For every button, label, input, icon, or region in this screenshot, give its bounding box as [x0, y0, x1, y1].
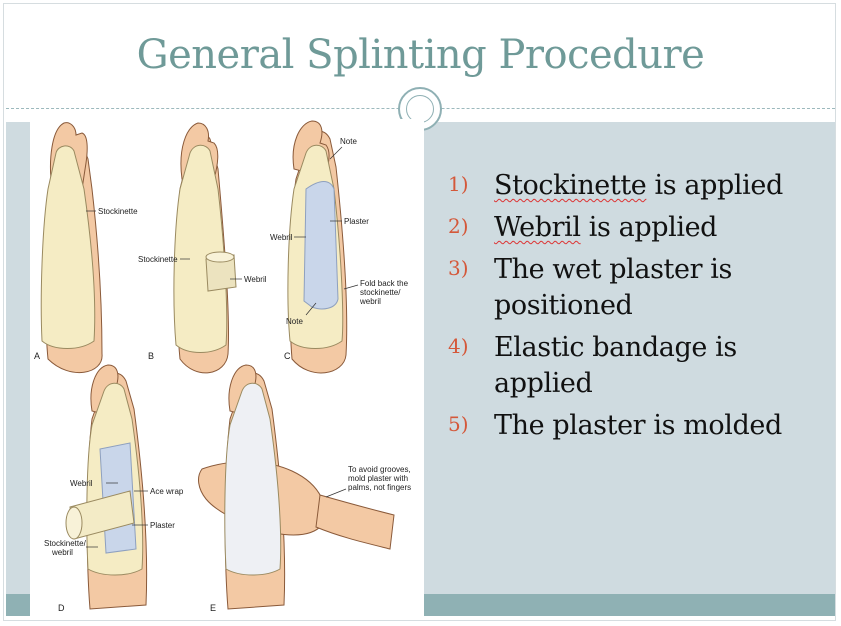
step-number: 1)	[448, 172, 469, 196]
list-item: 1) Stockinette is applied	[448, 168, 828, 204]
callout-e-avoid-2: mold plaster with	[348, 474, 409, 483]
plaster-c	[303, 181, 339, 310]
stockinette-a	[40, 145, 96, 349]
callout-e-avoid-3: palms, not fingers	[348, 483, 412, 492]
step-text: Elastic bandage is applied	[494, 332, 737, 399]
leader-c-fold	[343, 284, 359, 290]
callout-b-webril: Webril	[244, 275, 267, 284]
panel-label-d: D	[58, 603, 65, 613]
slide-title: General Splinting Procedure	[136, 32, 705, 78]
step-text-rest: is applied	[580, 212, 718, 243]
callout-c-note-top: Note	[340, 137, 357, 146]
step-number: 3)	[448, 256, 469, 280]
callout-c-fold-2: stockinette/	[360, 288, 401, 297]
callout-b-stockinette: Stockinette	[138, 255, 178, 264]
callout-c-fold-3: webril	[360, 297, 381, 306]
callout-d-plaster: Plaster	[150, 521, 175, 530]
steps-list: 1) Stockinette is applied 2) Webril is a…	[448, 168, 828, 450]
leader-e-avoid	[325, 488, 347, 498]
webril-roll-end-b	[205, 251, 235, 263]
callout-d-webril: Webril	[70, 479, 93, 488]
step-number: 4)	[448, 334, 469, 358]
step-number: 2)	[448, 214, 469, 238]
splinting-illustration: A B C D E Stockinette Stockinette Webril…	[30, 119, 424, 617]
step-text: The plaster is molded	[494, 410, 782, 441]
panel-label-e: E	[210, 603, 217, 613]
panel-label-b: B	[148, 351, 155, 361]
callout-c-webril: Webril	[270, 233, 293, 242]
list-item: 5) The plaster is molded	[448, 408, 828, 444]
list-item: 2) Webril is applied	[448, 210, 828, 246]
callout-c-fold-1: Fold back the	[360, 279, 409, 288]
stockinette-b	[173, 144, 228, 353]
leader-c-note-bottom	[305, 302, 317, 316]
splinting-drawing	[40, 120, 395, 610]
panel-label-c: C	[284, 351, 291, 361]
callout-e-avoid-1: To avoid grooves,	[348, 465, 411, 474]
callout-a-stockinette: Stockinette	[98, 207, 138, 216]
callout-d-stockinette-1: Stockinette/	[44, 539, 86, 548]
step-text: Stockinette is applied	[494, 168, 783, 204]
list-item: 3) The wet plaster is positioned	[448, 252, 828, 324]
panel-label-a: A	[34, 351, 41, 361]
forearm-e-helper	[315, 494, 395, 550]
list-item: 4) Elastic bandage is applied	[448, 330, 828, 402]
step-text: Webril is applied	[494, 210, 717, 246]
leader-c-note	[329, 146, 343, 160]
callout-d-stockinette-2: webril	[52, 548, 73, 557]
step-text: The wet plaster is positioned	[494, 254, 732, 321]
spellcheck-word: Webril	[494, 212, 581, 243]
ace-roll-end-d	[65, 506, 83, 540]
callout-c-note-bottom: Note	[286, 317, 303, 326]
slide-frame	[3, 3, 836, 621]
callout-c-plaster: Plaster	[344, 217, 369, 226]
callout-d-ace: Ace wrap	[150, 487, 184, 496]
step-number: 5)	[448, 412, 469, 436]
cast-e	[224, 382, 282, 576]
step-text-rest: is applied	[646, 170, 784, 201]
spellcheck-word: Stockinette	[494, 170, 647, 201]
